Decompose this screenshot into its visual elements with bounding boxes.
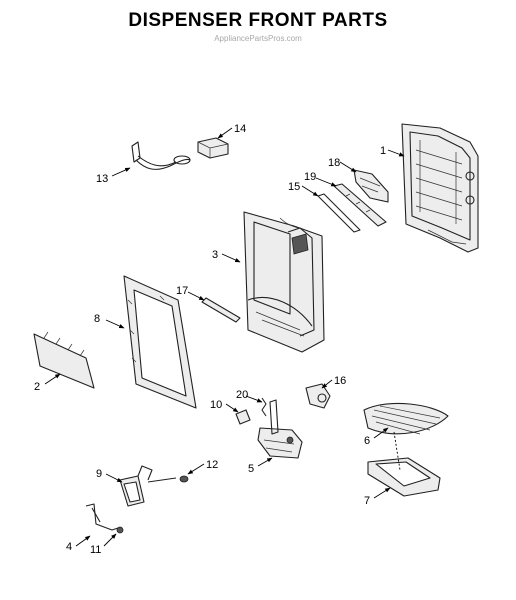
callout-4: 4 [66,541,72,553]
callout-16: 16 [334,375,346,387]
part-7-drip-tray [367,431,441,497]
part-12-connector [179,475,189,483]
callout-6: 6 [364,435,370,447]
part-17-strip [201,297,241,323]
part-15-light-pipe [317,193,361,233]
part-8-front-frame [123,275,197,409]
callout-7: 7 [364,495,370,507]
part-6-tray-grille [363,402,449,435]
diagram-title: DISPENSER FRONT PARTS [128,10,388,31]
part-20-spring [261,397,267,417]
part-14-module [197,137,229,159]
callout-20: 20 [236,389,248,401]
callout-2: 2 [34,381,40,393]
callout-10: 10 [210,399,222,411]
callout-15: 15 [288,181,300,193]
callout-12: 12 [206,459,218,471]
part-19-strip [333,183,387,227]
part-13-wire-harness [131,141,191,170]
part-10-switch [235,409,251,425]
callout-14: 14 [234,123,246,135]
callout-3: 3 [212,249,218,261]
callout-1: 1 [380,145,386,157]
watermark: AppliancePartsPros.com [214,34,302,43]
callout-13: 13 [96,173,108,185]
part-16-actuator [305,383,331,409]
callout-11: 11 [90,544,101,556]
part-5-lever-assembly [257,399,303,459]
part-18-bracket [353,169,389,203]
leader-lines [44,127,405,547]
part-3-dispenser-frame [243,211,325,353]
part-9-bracket [119,465,177,507]
part-11-screw [116,526,124,534]
callout-19: 19 [304,171,316,183]
callout-17: 17 [176,285,188,297]
callout-5: 5 [248,463,254,475]
callout-9: 9 [96,468,102,480]
part-2-panel [33,331,95,389]
part-1-dispenser-housing [401,123,479,253]
part-4-clip [85,503,119,531]
callout-labels: 1 2 3 4 5 6 7 8 9 10 11 12 13 14 15 16 1… [34,123,386,556]
callout-8: 8 [94,313,100,325]
callout-18: 18 [328,157,340,169]
